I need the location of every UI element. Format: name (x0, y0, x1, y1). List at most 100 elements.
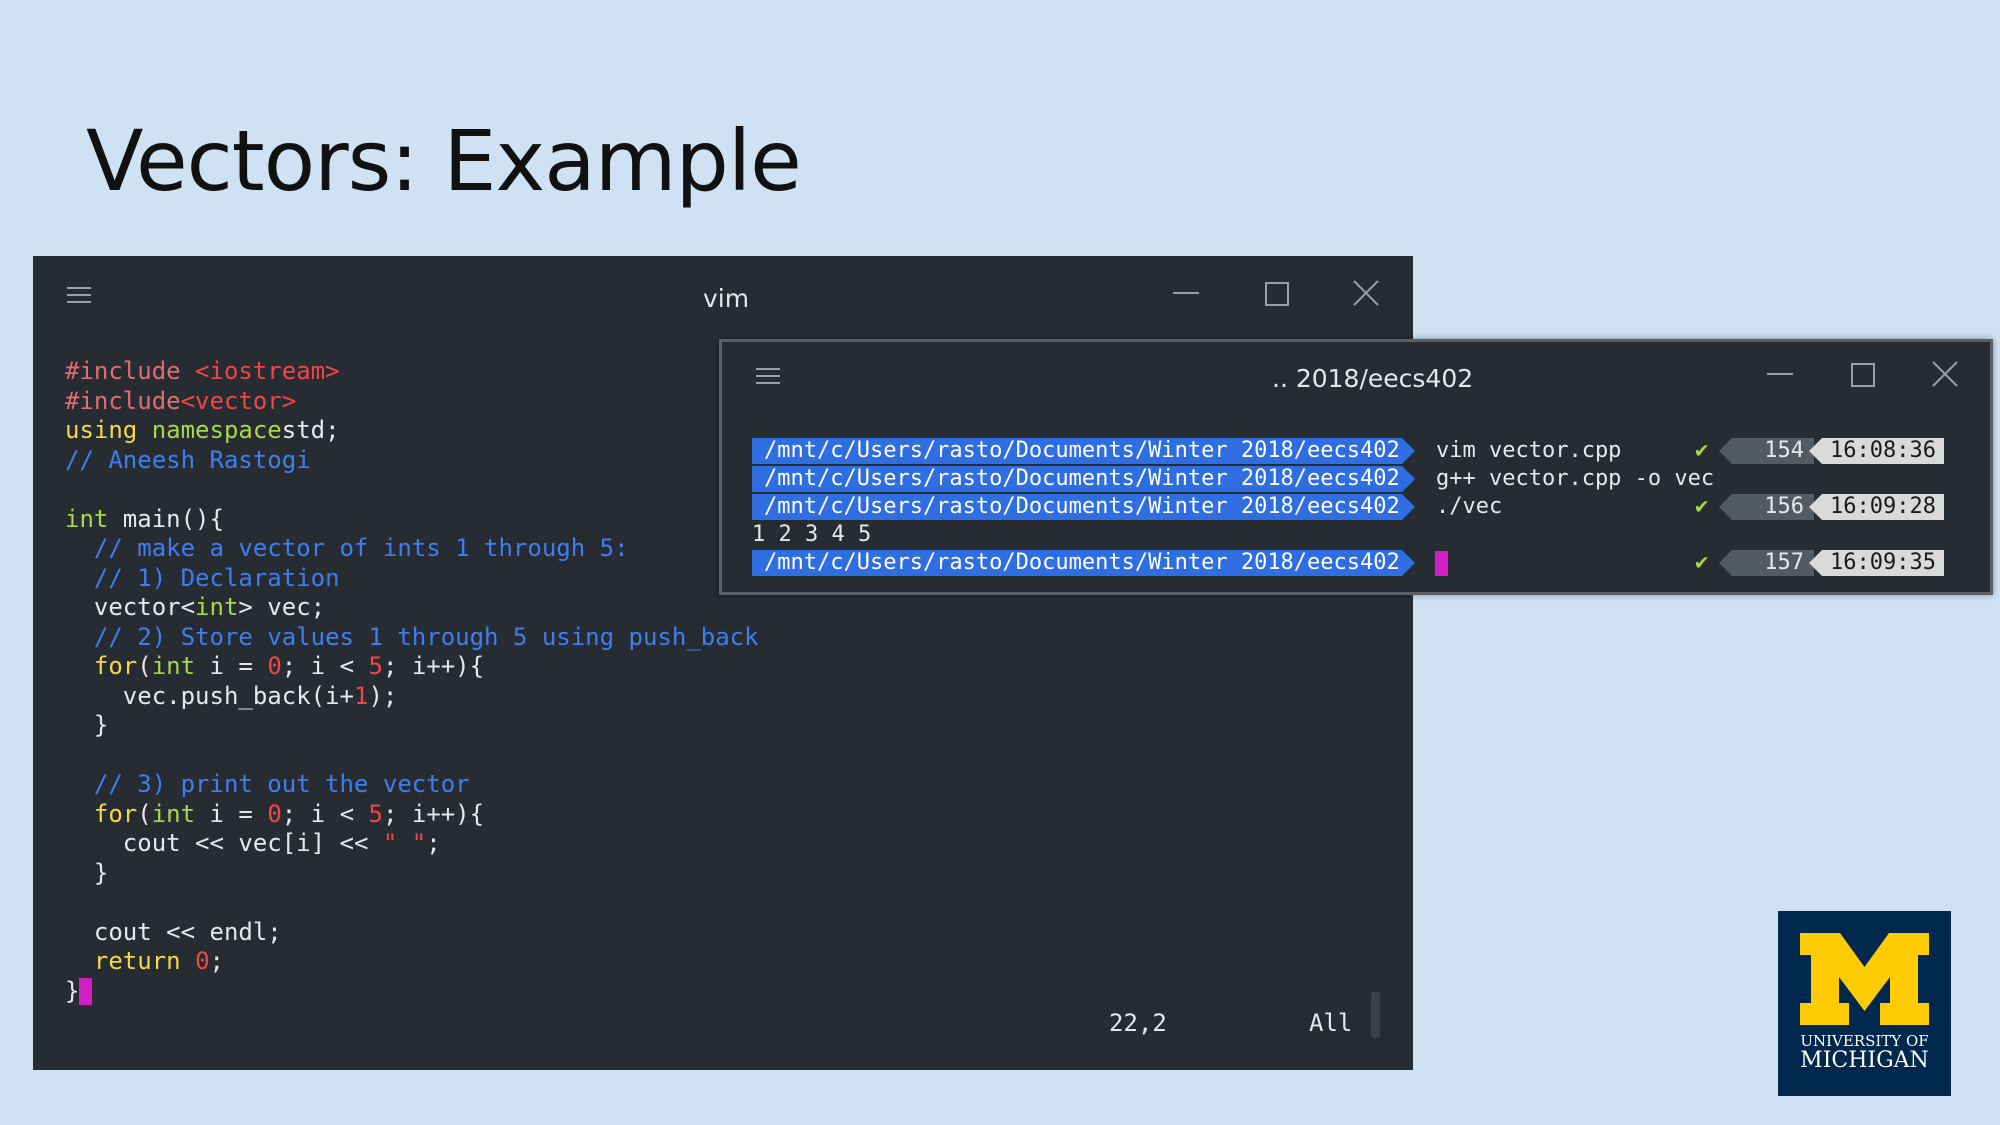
success-check-icon: ✔ (1695, 438, 1709, 463)
terminal-output[interactable]: /mnt/c/Users/rasto/Documents/Winter 2018… (752, 437, 1950, 577)
cursor-position: 22,2 (1109, 1009, 1167, 1037)
terminal-window-title: .. 2018/eecs402 (1272, 364, 1474, 393)
code-token: ( (137, 799, 152, 828)
code-line: int main(){ (65, 505, 759, 535)
scroll-indicator: All (1309, 1009, 1353, 1037)
code-line: } (65, 711, 759, 741)
scrollbar[interactable] (1371, 992, 1380, 1038)
code-token (65, 770, 94, 798)
terminal-cursor (1435, 551, 1448, 576)
code-token (65, 534, 94, 562)
code-line (65, 888, 759, 918)
code-token (65, 800, 94, 828)
terminal-line: 1 2 3 4 5 (752, 521, 1950, 549)
code-token: 5 (368, 799, 383, 828)
prompt-command: g++ vector.cpp -o vec (1436, 466, 1715, 491)
university-of-michigan-logo: UNIVERSITY OF MICHIGAN (1778, 911, 1951, 1096)
code-line: #include <iostream> (65, 357, 759, 387)
prompt-time: 16:09:35 (1809, 550, 1944, 576)
prompt-command: ./vec (1436, 494, 1503, 519)
vim-code-editor[interactable]: #include <iostream>#include<vector>using… (65, 357, 759, 1006)
code-line: cout << vec[i] << " "; (65, 829, 759, 859)
code-token: 0 (267, 652, 282, 680)
code-token (65, 564, 94, 592)
code-token: ); (368, 681, 398, 710)
code-token: ( (137, 652, 152, 680)
hamburger-menu-icon[interactable] (67, 285, 91, 305)
code-token: namespace (151, 416, 282, 444)
code-token: int (151, 799, 196, 828)
prompt-path: /mnt/c/Users/rasto/Documents/Winter 2018… (752, 550, 1415, 576)
code-token: vec.push_back(i+ (65, 681, 354, 710)
code-token: ; i++){ (382, 799, 485, 828)
prompt-path: /mnt/c/Users/rasto/Documents/Winter 2018… (752, 494, 1415, 520)
code-line: // make a vector of ints 1 through 5: (65, 534, 759, 564)
slide-title: Vectors: Example (86, 112, 802, 210)
code-line: } (65, 859, 759, 889)
code-token: > vec; (238, 593, 326, 621)
terminal-line: /mnt/c/Users/rasto/Documents/Winter 2018… (752, 549, 1950, 577)
code-token: int (151, 652, 196, 680)
code-token: // make a vector of ints 1 through 5: (93, 534, 629, 562)
terminal-line: /mnt/c/Users/rasto/Documents/Winter 2018… (752, 437, 1950, 465)
code-line: #include<vector> (65, 387, 759, 417)
code-token: // 1) Declaration (93, 563, 340, 592)
code-token: return (93, 947, 196, 975)
code-token: vector< (65, 593, 196, 621)
code-token (65, 623, 94, 651)
code-token: cout << endl; (65, 917, 282, 946)
history-number: 154 (1719, 438, 1814, 464)
code-token: ; (209, 947, 224, 975)
prompt-path: /mnt/c/Users/rasto/Documents/Winter 2018… (752, 466, 1415, 492)
code-token: // Aneesh Rastogi (65, 445, 311, 474)
minimize-icon[interactable] (1765, 359, 1795, 389)
code-token: i = (195, 652, 268, 680)
logo-text-university-of: UNIVERSITY OF (1800, 1032, 1929, 1050)
code-line: // 2) Store values 1 through 5 using pus… (65, 623, 759, 653)
history-number: 157 (1719, 550, 1814, 576)
prompt-time: 16:08:36 (1809, 438, 1944, 464)
code-token: 0 (267, 799, 282, 828)
close-icon[interactable] (1351, 278, 1381, 308)
code-token: ; i++){ (382, 652, 485, 680)
code-token (65, 947, 94, 975)
terminal-line: /mnt/c/Users/rasto/Documents/Winter 2018… (752, 465, 1950, 493)
close-icon[interactable] (1930, 359, 1960, 389)
code-line: return 0; (65, 947, 759, 977)
code-token: ; i < (281, 799, 369, 828)
code-token: 1 (353, 681, 369, 710)
prompt-time: 16:09:28 (1809, 494, 1944, 520)
code-token: } (65, 858, 109, 887)
code-line: // 3) print out the vector (65, 770, 759, 800)
minimize-icon[interactable] (1171, 278, 1201, 308)
code-token: int (195, 593, 239, 621)
history-number: 156 (1719, 494, 1814, 520)
vim-titlebar[interactable]: vim (33, 256, 1413, 326)
code-line: for(int i = 0; i < 5; i++){ (65, 800, 759, 830)
code-token: ; (426, 829, 441, 857)
code-line (65, 475, 759, 505)
terminal-window[interactable]: .. 2018/eecs402 /mnt/c/Users/rasto/Docum… (719, 339, 1993, 595)
code-line: // Aneesh Rastogi (65, 446, 759, 476)
code-token (65, 652, 94, 680)
block-m-icon (1800, 933, 1929, 1025)
code-token: using (65, 416, 152, 444)
code-token: main(){ (108, 504, 224, 533)
code-token: #include (65, 357, 196, 385)
maximize-icon[interactable] (1847, 359, 1877, 389)
code-token: cout << vec[i] << (65, 829, 383, 857)
code-line: cout << endl; (65, 918, 759, 948)
maximize-icon[interactable] (1261, 278, 1291, 308)
code-token: } (65, 976, 80, 1005)
code-token: int (65, 504, 109, 533)
code-token: } (65, 711, 109, 739)
code-line: // 1) Declaration (65, 564, 759, 594)
success-check-icon: ✔ (1695, 550, 1709, 575)
logo-text-michigan: MICHIGAN (1800, 1048, 1929, 1073)
code-token: 5 (368, 652, 383, 680)
hamburger-menu-icon[interactable] (756, 366, 780, 386)
success-check-icon: ✔ (1695, 494, 1709, 519)
code-line: using namespacestd; (65, 416, 759, 446)
terminal-line: /mnt/c/Users/rasto/Documents/Winter 2018… (752, 493, 1950, 521)
code-line (65, 741, 759, 771)
